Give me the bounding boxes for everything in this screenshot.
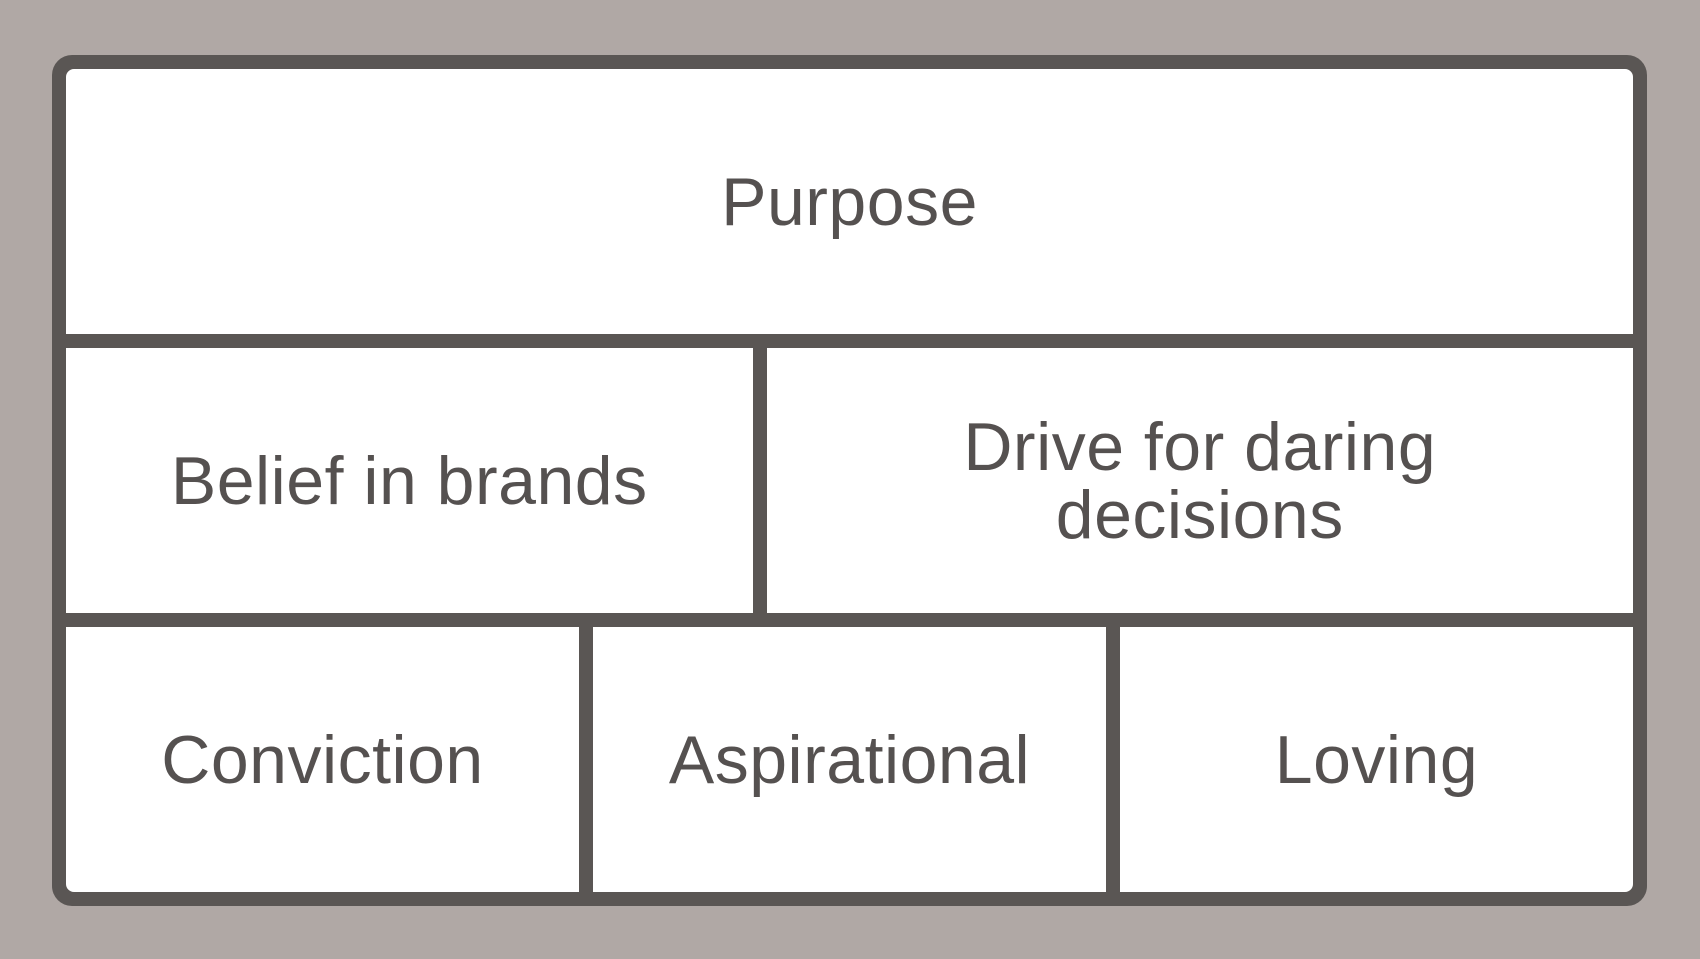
cell-loving-label: Loving <box>1274 721 1479 798</box>
cell-purpose-label: Purpose <box>721 163 978 240</box>
cell-drive-for-daring-decisions-label: Drive for daring decisions <box>963 408 1437 553</box>
diagram-frame: Purpose Belief in brands Drive for darin… <box>52 55 1647 906</box>
cell-loving: Loving <box>1120 627 1633 892</box>
cell-belief-in-brands: Belief in brands <box>66 348 753 613</box>
diagram-grid: Purpose Belief in brands Drive for darin… <box>66 69 1633 892</box>
cell-aspirational-label: Aspirational <box>668 721 1031 798</box>
cell-drive-for-daring-decisions: Drive for daring decisions <box>766 348 1633 613</box>
cell-purpose: Purpose <box>66 69 1633 334</box>
cell-belief-in-brands-label: Belief in brands <box>170 442 648 519</box>
row-middle: Belief in brands Drive for daring decisi… <box>66 348 1633 613</box>
cell-conviction: Conviction <box>66 627 579 892</box>
row-top: Purpose <box>66 69 1633 334</box>
row-bottom: Conviction Aspirational Loving <box>66 627 1633 892</box>
cell-conviction-label: Conviction <box>161 721 484 798</box>
cell-aspirational: Aspirational <box>593 627 1106 892</box>
